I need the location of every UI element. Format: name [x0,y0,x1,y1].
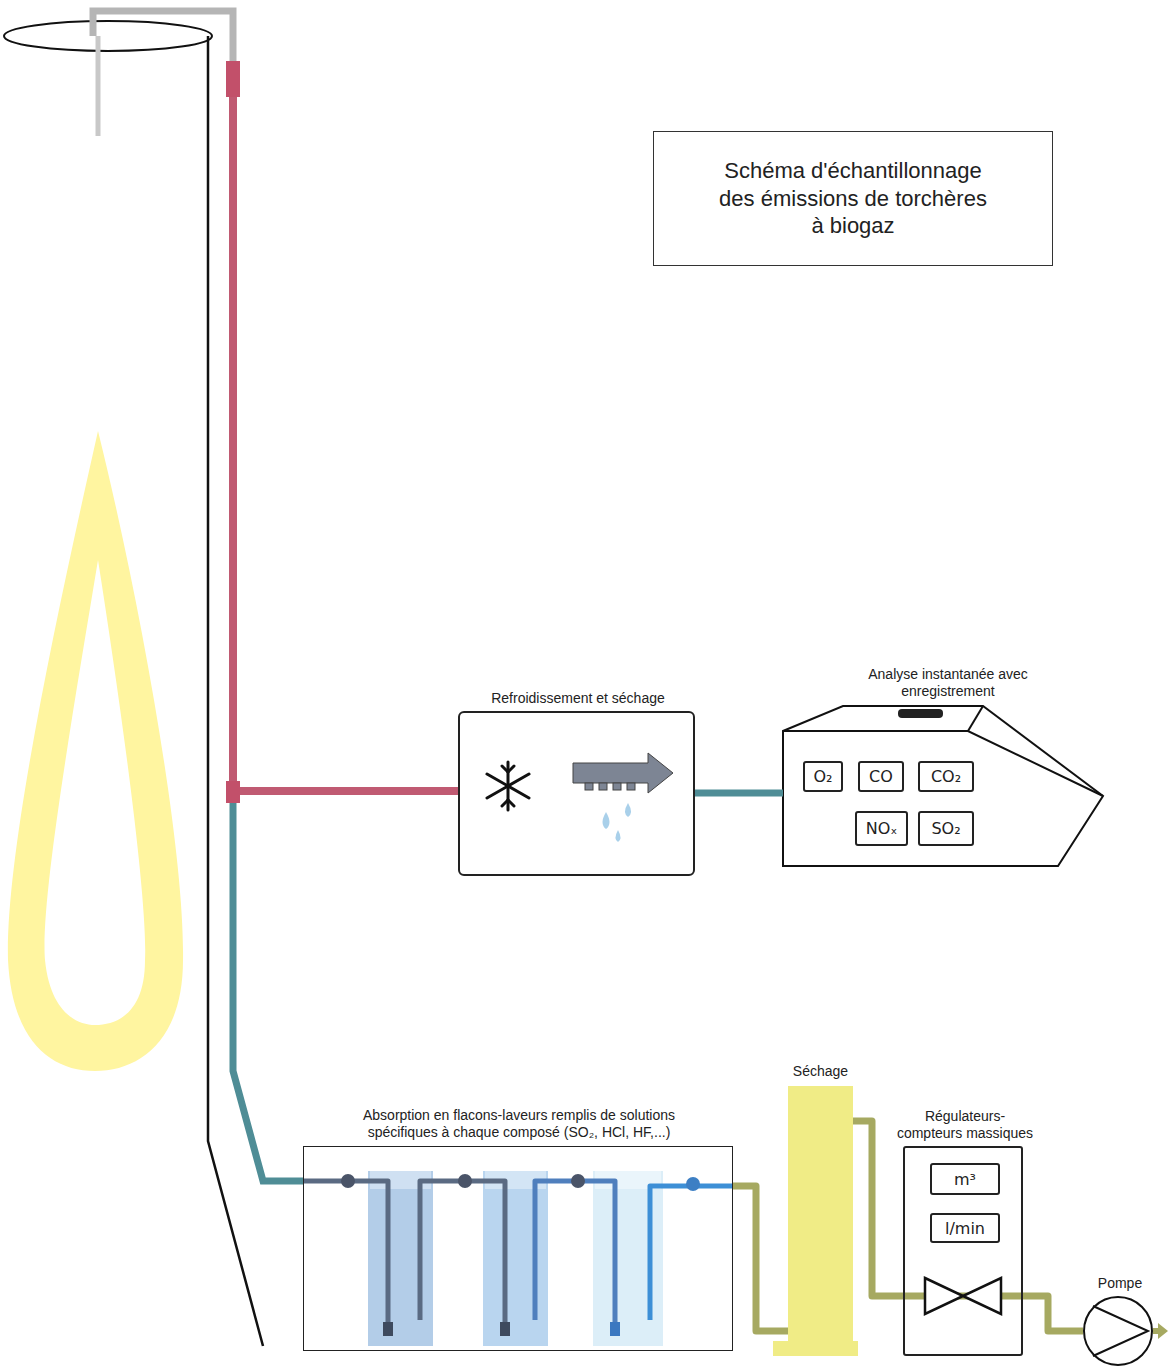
absorption-box: Absorption en flacons-laveurs remplis de… [303,1146,733,1351]
heated-line [229,66,237,791]
valve-symbol [925,1278,1001,1314]
flame [8,431,183,1071]
analyzer-box: Analyse instantanée avec enregistrementO… [783,706,1103,866]
sampling-probe [93,11,233,66]
box-heading: Séchage [758,1063,883,1080]
exhaust-arrow [1158,1323,1168,1339]
meter-box: m³ [930,1163,1000,1195]
box-heading: Régulateurs-compteurs massiques [895,1108,1035,1142]
regulator-box: Régulateurs-compteurs massiquesm³l/min [903,1146,1023,1356]
box-text: CO [869,767,893,786]
title-box: Schéma d'échantillonnage des émissions d… [653,131,1053,266]
box-text: l/min [945,1219,985,1238]
box-text: SO₂ [931,819,960,838]
box-text: NOₓ [866,819,898,838]
flame-core [45,560,146,1025]
meter-box: l/min [930,1213,1000,1243]
gas-box: SO₂ [918,811,974,846]
gas-box: O₂ [803,761,843,792]
water-drops [603,803,632,842]
box-text: O₂ [813,767,832,786]
box-heading: Absorption en flacons-laveurs remplis de… [339,1107,699,1141]
box-heading: Pompe [1070,1275,1170,1292]
gas-line [733,1186,788,1331]
analyzer-housing [783,706,1103,866]
box-text: CO₂ [931,767,961,786]
probe-joint [226,61,240,97]
analyzer-handle [898,709,943,718]
pump-circle: Pompe [1083,1296,1153,1366]
burner-tube [96,36,101,136]
gas-line-absorption [233,791,303,1181]
gas-box: NOₓ [855,811,908,846]
cooler-box: Refroidissement et séchage [458,711,695,876]
gas-line [853,1121,903,1296]
box-heading: Refroidissement et séchage [478,690,678,707]
gas-line [1023,1296,1083,1331]
gas-box: CO₂ [918,761,974,792]
gas-box: CO [858,761,904,792]
flare-rim [4,21,212,51]
bubbler-tubes [303,1181,733,1326]
condensate-arrow [573,753,673,793]
drying-column: Séchage [788,1086,853,1356]
tube-joints [341,1174,700,1191]
box-heading: Analyse instantanée avec enregistrement [858,666,1038,700]
heated-line-branch [233,787,458,795]
box-text: Schéma d'échantillonnage des émissions d… [714,157,992,240]
wash-flasks [368,1171,663,1346]
tee-joint [226,781,240,803]
pump-symbol [1093,1306,1148,1356]
tube-tips [383,1322,620,1336]
box-text: m³ [954,1170,976,1189]
gas-line [695,790,783,797]
snowflake [487,762,529,810]
